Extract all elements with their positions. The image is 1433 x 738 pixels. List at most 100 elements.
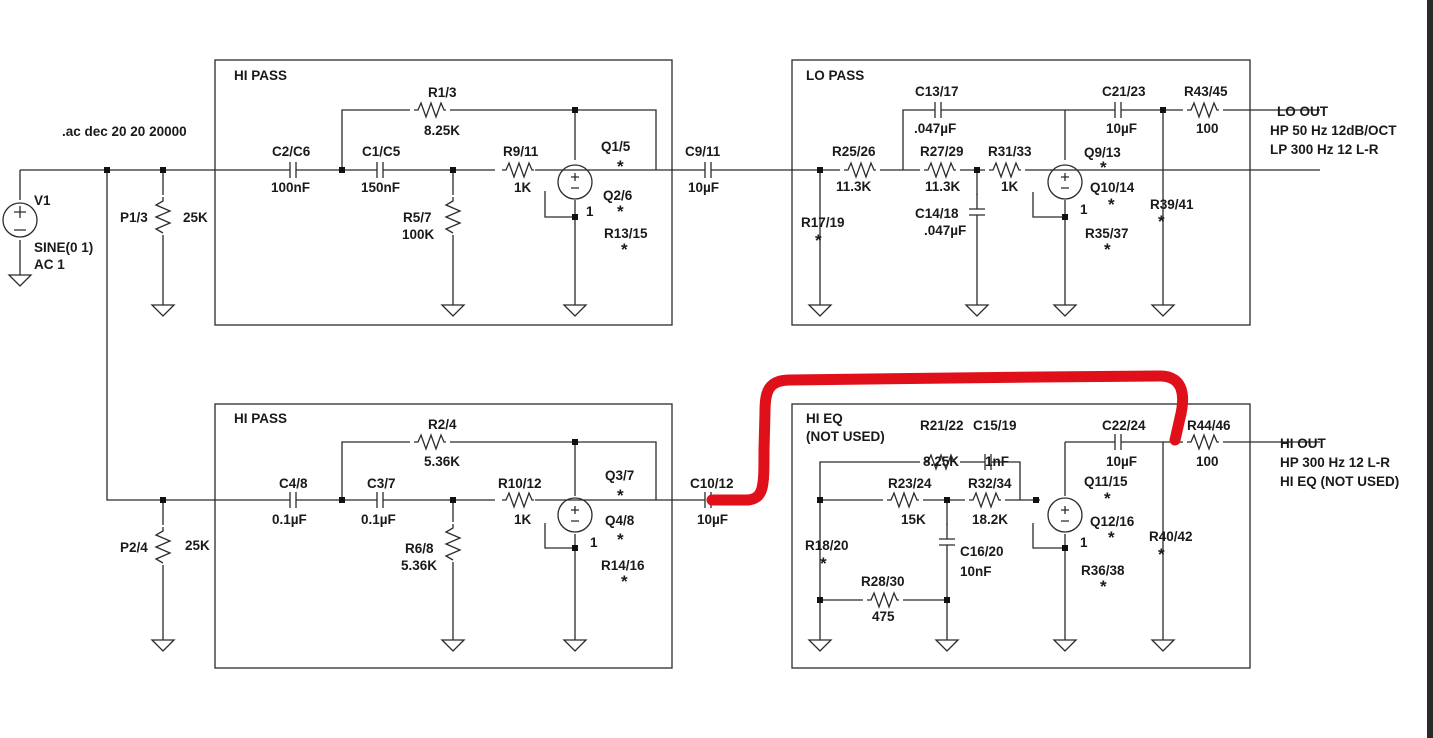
cap-ref: C13/17 bbox=[915, 84, 959, 99]
opamp-ref: R35/37 bbox=[1085, 226, 1129, 241]
res-ref: R6/8 bbox=[405, 541, 434, 556]
cap-value: 1nF bbox=[985, 454, 1009, 469]
opamp-ref: Q4/8 bbox=[605, 513, 635, 528]
star-mark: * bbox=[1108, 195, 1115, 214]
opamp-ref: Q10/14 bbox=[1090, 180, 1135, 195]
star-mark: * bbox=[820, 554, 827, 573]
opamp-ref: Q12/16 bbox=[1090, 514, 1135, 529]
block-hipass-top bbox=[214, 59, 673, 326]
res-value: 8.25K bbox=[923, 454, 959, 469]
cap-ref: C4/8 bbox=[279, 476, 308, 491]
cap-value: 0.1µF bbox=[272, 512, 307, 527]
star-mark: * bbox=[621, 572, 628, 591]
star-mark: * bbox=[1100, 158, 1107, 177]
res-ref: R28/30 bbox=[861, 574, 905, 589]
lo-out-label: LO OUT bbox=[1277, 104, 1329, 119]
star-mark: * bbox=[617, 530, 624, 549]
wire-hp1-fb bbox=[341, 109, 657, 170]
pot-ref: P1/3 bbox=[120, 210, 148, 225]
cap-value: .047µF bbox=[914, 121, 956, 136]
res-ref: R21/22 bbox=[920, 418, 964, 433]
res-value: 475 bbox=[872, 609, 895, 624]
cap-ref: C15/19 bbox=[973, 418, 1017, 433]
cap-ref: C16/20 bbox=[960, 544, 1004, 559]
res-value: 1K bbox=[514, 512, 532, 527]
cap-ref: C10/12 bbox=[690, 476, 734, 491]
cap-value: 10µF bbox=[1106, 454, 1137, 469]
source-ac: AC 1 bbox=[34, 257, 65, 272]
res-value: 1K bbox=[514, 180, 532, 195]
wire-lp-top bbox=[902, 109, 1320, 170]
cap-value: 150nF bbox=[361, 180, 400, 195]
wire-hp2-fbloop bbox=[544, 523, 575, 549]
star-mark: * bbox=[815, 231, 822, 250]
res-ref: R43/45 bbox=[1184, 84, 1228, 99]
opamp-ref: R14/16 bbox=[601, 558, 645, 573]
res-value: 11.3K bbox=[925, 179, 961, 194]
pot-ref: P2/4 bbox=[120, 540, 148, 555]
res-ref: R10/12 bbox=[498, 476, 542, 491]
cap-value: 10nF bbox=[960, 564, 992, 579]
star-mark: * bbox=[617, 157, 624, 176]
source-value: SINE(0 1) bbox=[34, 240, 93, 255]
opamp-ref: Q9/13 bbox=[1084, 145, 1121, 160]
res-value: 5.36K bbox=[424, 454, 460, 469]
block-hieq bbox=[791, 403, 1251, 669]
res-value: 18.2K bbox=[972, 512, 1008, 527]
block-title: LO PASS bbox=[806, 68, 864, 83]
block-lopass bbox=[791, 59, 1251, 326]
junction-dots bbox=[104, 107, 1166, 603]
res-ref: R31/33 bbox=[988, 144, 1032, 159]
pot-value: 25K bbox=[185, 538, 210, 553]
block-title: HI EQ bbox=[806, 411, 843, 426]
window-edge bbox=[1427, 0, 1433, 738]
cap-value: 0.1µF bbox=[361, 512, 396, 527]
star-mark: * bbox=[1158, 212, 1165, 231]
res-ref: R32/34 bbox=[968, 476, 1012, 491]
cap-value: 10µF bbox=[1106, 121, 1137, 136]
pin-1: 1 bbox=[1080, 535, 1088, 550]
block-title: HI PASS bbox=[234, 411, 287, 426]
cap-value: 10µF bbox=[688, 180, 719, 195]
res-ref: R23/24 bbox=[888, 476, 932, 491]
star-mark: * bbox=[621, 240, 628, 259]
cap-value: .047µF bbox=[924, 223, 966, 238]
cap-ref: C3/7 bbox=[367, 476, 396, 491]
star-mark: * bbox=[617, 202, 624, 221]
hi-out-label: HI OUT bbox=[1280, 436, 1327, 451]
cap-ref: C21/23 bbox=[1102, 84, 1146, 99]
pin-1: 1 bbox=[590, 535, 598, 550]
opamp-ref: Q3/7 bbox=[605, 468, 634, 483]
wire-lp-fbloop bbox=[1032, 192, 1065, 218]
cap-ref: C2/C6 bbox=[272, 144, 311, 159]
block-title: HI PASS bbox=[234, 68, 287, 83]
res-ref: R1/3 bbox=[428, 85, 457, 100]
res-value: 100 bbox=[1196, 454, 1219, 469]
wiring bbox=[19, 109, 1320, 640]
block-hipass-bottom bbox=[214, 403, 673, 669]
cap-ref: C22/24 bbox=[1102, 418, 1146, 433]
pin-1: 1 bbox=[1080, 202, 1088, 217]
wire-hp2-fb bbox=[341, 441, 657, 500]
res-ref: R44/46 bbox=[1187, 418, 1231, 433]
res-ref: R27/29 bbox=[920, 144, 964, 159]
hi-out-eq: HI EQ (NOT USED) bbox=[1280, 474, 1399, 489]
cap-ref: C1/C5 bbox=[362, 144, 401, 159]
star-mark: * bbox=[1100, 577, 1107, 596]
res-ref: R9/11 bbox=[503, 144, 539, 159]
lo-out-hp: HP 50 Hz 12dB/OCT bbox=[1270, 123, 1397, 138]
pin-1: 1 bbox=[586, 204, 594, 219]
res-ref: R25/26 bbox=[832, 144, 876, 159]
star-mark: * bbox=[1108, 528, 1115, 547]
res-value: 1K bbox=[1001, 179, 1019, 194]
star-mark: * bbox=[1158, 545, 1165, 564]
res-value: 15K bbox=[901, 512, 926, 527]
opamp-ref: Q2/6 bbox=[603, 188, 633, 203]
res-ref: R17/19 bbox=[801, 215, 845, 230]
opamp-ref: R13/15 bbox=[604, 226, 648, 241]
pot-value: 25K bbox=[183, 210, 208, 225]
res-ref: R39/41 bbox=[1150, 197, 1194, 212]
lo-out-lp: LP 300 Hz 12 L-R bbox=[1270, 142, 1379, 157]
star-mark: * bbox=[617, 486, 624, 505]
star-mark: * bbox=[1104, 489, 1111, 508]
